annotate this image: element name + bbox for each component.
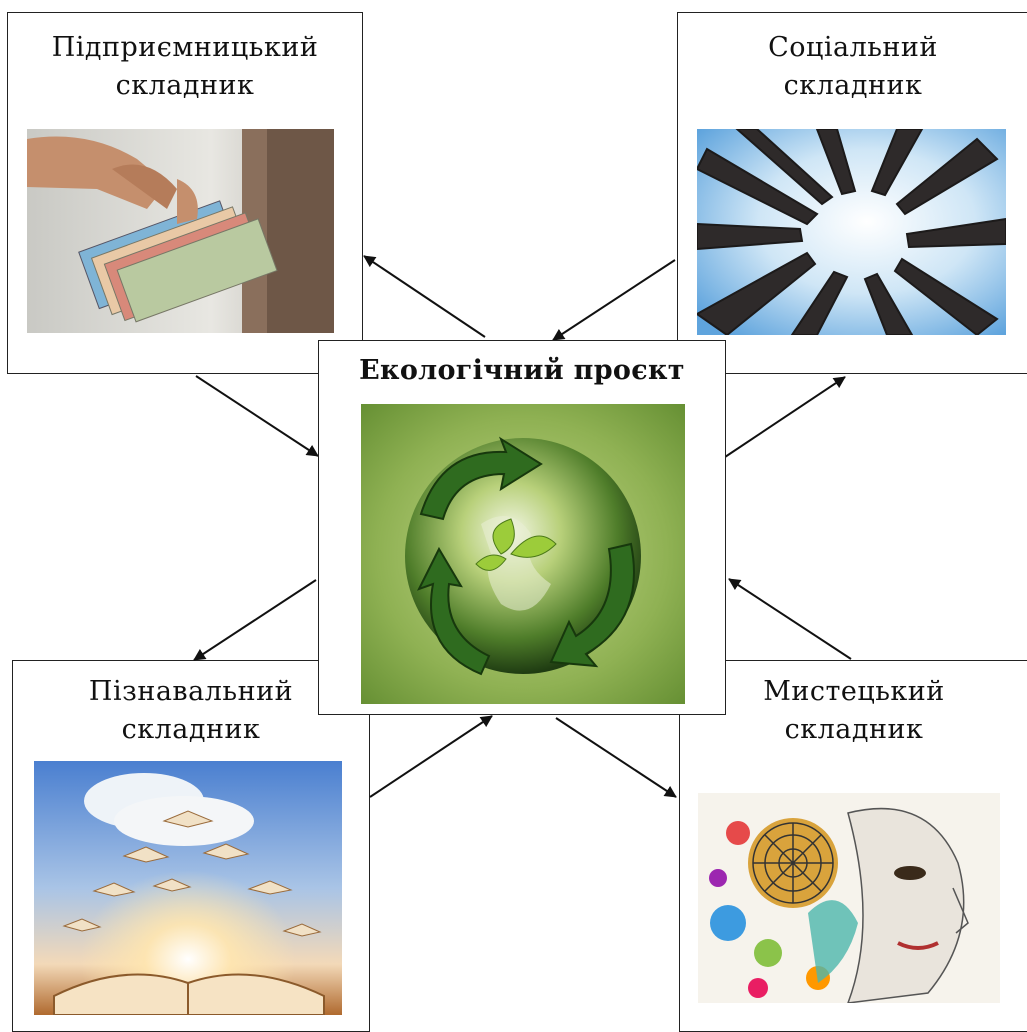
recycling-earth-image <box>361 404 685 704</box>
artistic-label-line1: Мистецький <box>680 673 1027 711</box>
arrow-social-to-center <box>553 260 675 340</box>
social-box: Соціальний складник <box>677 12 1027 374</box>
arrow-center-to-cognitive <box>194 580 316 660</box>
entrepreneurial-label: Підприємницький складник <box>8 29 362 105</box>
arrow-entrepreneurial-to-center <box>196 376 318 456</box>
flying-books-image <box>34 761 342 1015</box>
arrow-center-to-entrepreneurial <box>364 256 485 337</box>
artistic-label: Мистецький складник <box>680 673 1027 749</box>
arrow-center-to-artistic <box>556 718 676 797</box>
social-label-line1: Соціальний <box>678 29 1027 67</box>
social-label: Соціальний складник <box>678 29 1027 105</box>
entrepreneurial-label-line1: Підприємницький <box>8 29 362 67</box>
cognitive-label-line2: складник <box>13 711 369 749</box>
cognitive-box: Пізнавальний складник <box>12 660 370 1032</box>
arrow-artistic-to-center <box>729 579 851 659</box>
social-label-line2: складник <box>678 67 1027 105</box>
center-title: Екологічний проєкт <box>319 355 725 386</box>
artistic-box: Мистецький складник <box>679 660 1027 1032</box>
artistic-label-line2: складник <box>680 711 1027 749</box>
money-hand-image <box>27 129 334 333</box>
arrow-cognitive-to-center <box>370 716 492 797</box>
hands-circle-image <box>697 129 1006 335</box>
cognitive-label: Пізнавальний складник <box>13 673 369 749</box>
cognitive-label-line1: Пізнавальний <box>13 673 369 711</box>
center-box: Екологічний проєкт <box>318 340 726 715</box>
entrepreneurial-box: Підприємницький складник <box>7 12 363 374</box>
entrepreneurial-label-line2: складник <box>8 67 362 105</box>
art-face-image <box>698 793 1000 1003</box>
arrow-center-to-social <box>725 377 845 457</box>
